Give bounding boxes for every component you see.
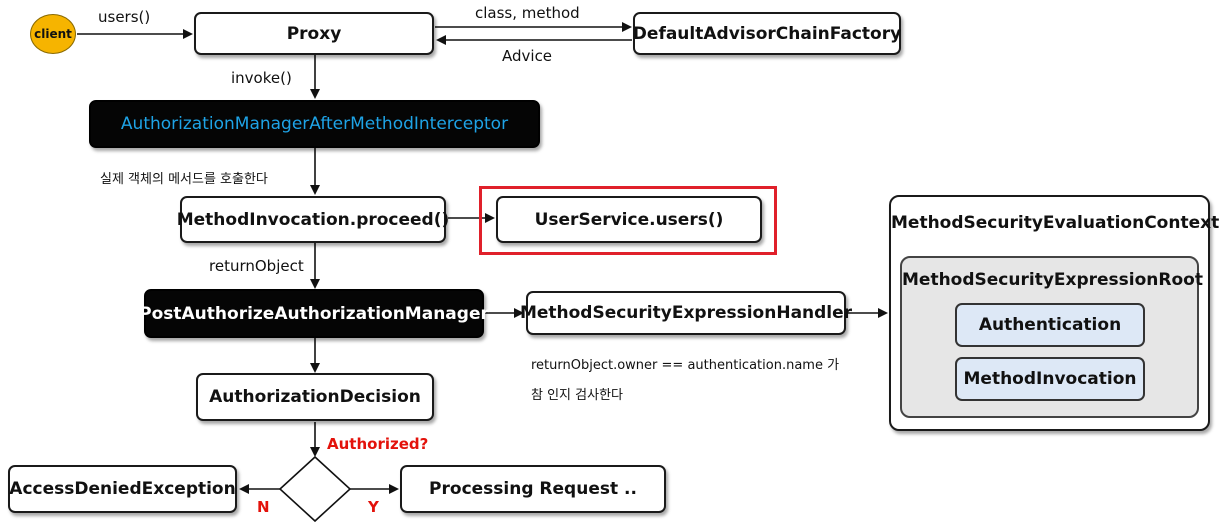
expression-root-container: MethodSecurityExpressionRoot Authenticat…: [900, 256, 1203, 418]
user-service-users-node: UserService.users(): [496, 196, 762, 243]
label-check-line2: 참 인지 검사한다: [531, 388, 623, 403]
method-invocation-label: MethodInvocation: [963, 369, 1137, 389]
highlight-frame: [479, 186, 777, 255]
processing-request-node: Processing Request ..: [400, 465, 666, 513]
expression-root-title: MethodSecurityExpressionRoot: [902, 270, 1203, 290]
label-return-object: returnObject: [209, 257, 304, 275]
post-authorize-manager-label: PostAuthorizeAuthorizationManager: [139, 303, 489, 324]
method-invocation-node: MethodInvocation: [955, 357, 1145, 401]
evaluation-context-title: MethodSecurityEvaluationContext: [891, 213, 1219, 233]
interceptor-label: AuthorizationManagerAfterMethodIntercept…: [120, 114, 509, 134]
label-authorized-question: Authorized?: [327, 435, 429, 453]
label-users-call: users(): [98, 8, 151, 26]
label-invoke: invoke(): [231, 69, 292, 87]
advisor-chain-factory-label: DefaultAdvisorChainFactory: [632, 23, 902, 44]
interceptor-node: AuthorizationManagerAfterMethodIntercept…: [89, 100, 540, 148]
processing-request-label: Processing Request ..: [429, 479, 637, 499]
label-advice: Advice: [502, 47, 553, 65]
evaluation-context-container: MethodSecurityEvaluationContext MethodSe…: [889, 195, 1219, 431]
access-denied-exception-node: AccessDeniedException: [8, 465, 237, 513]
label-check-line1: returnObject.owner == authentication.nam…: [531, 358, 840, 373]
post-authorize-manager-node: PostAuthorizeAuthorizationManager: [139, 289, 489, 338]
authorization-decision-label: AuthorizationDecision: [209, 387, 421, 407]
decision-diamond: [278, 455, 352, 523]
access-denied-exception-label: AccessDeniedException: [9, 479, 236, 499]
label-no-branch: N: [257, 498, 270, 516]
method-invocation-proceed-node: MethodInvocation.proceed(): [177, 196, 449, 243]
advisor-chain-factory-node: DefaultAdvisorChainFactory: [633, 12, 901, 55]
authentication-node: Authentication: [955, 303, 1145, 347]
proxy-node: Proxy: [194, 12, 434, 55]
authorization-decision-node: AuthorizationDecision: [196, 373, 434, 421]
method-invocation-proceed-label: MethodInvocation.proceed(): [176, 209, 450, 230]
proxy-label: Proxy: [286, 23, 342, 44]
expression-handler-node: MethodSecurityExpressionHandler: [520, 291, 852, 335]
expression-handler-label: MethodSecurityExpressionHandler: [519, 303, 853, 323]
user-service-users-label: UserService.users(): [534, 209, 724, 230]
label-yes-branch: Y: [368, 498, 379, 516]
client-label: client: [34, 27, 72, 41]
client-node: client: [30, 14, 76, 54]
label-real-call: 실제 객체의 메서드를 호출한다: [100, 172, 268, 187]
label-class-method: class, method: [475, 4, 580, 22]
authentication-label: Authentication: [978, 315, 1122, 335]
